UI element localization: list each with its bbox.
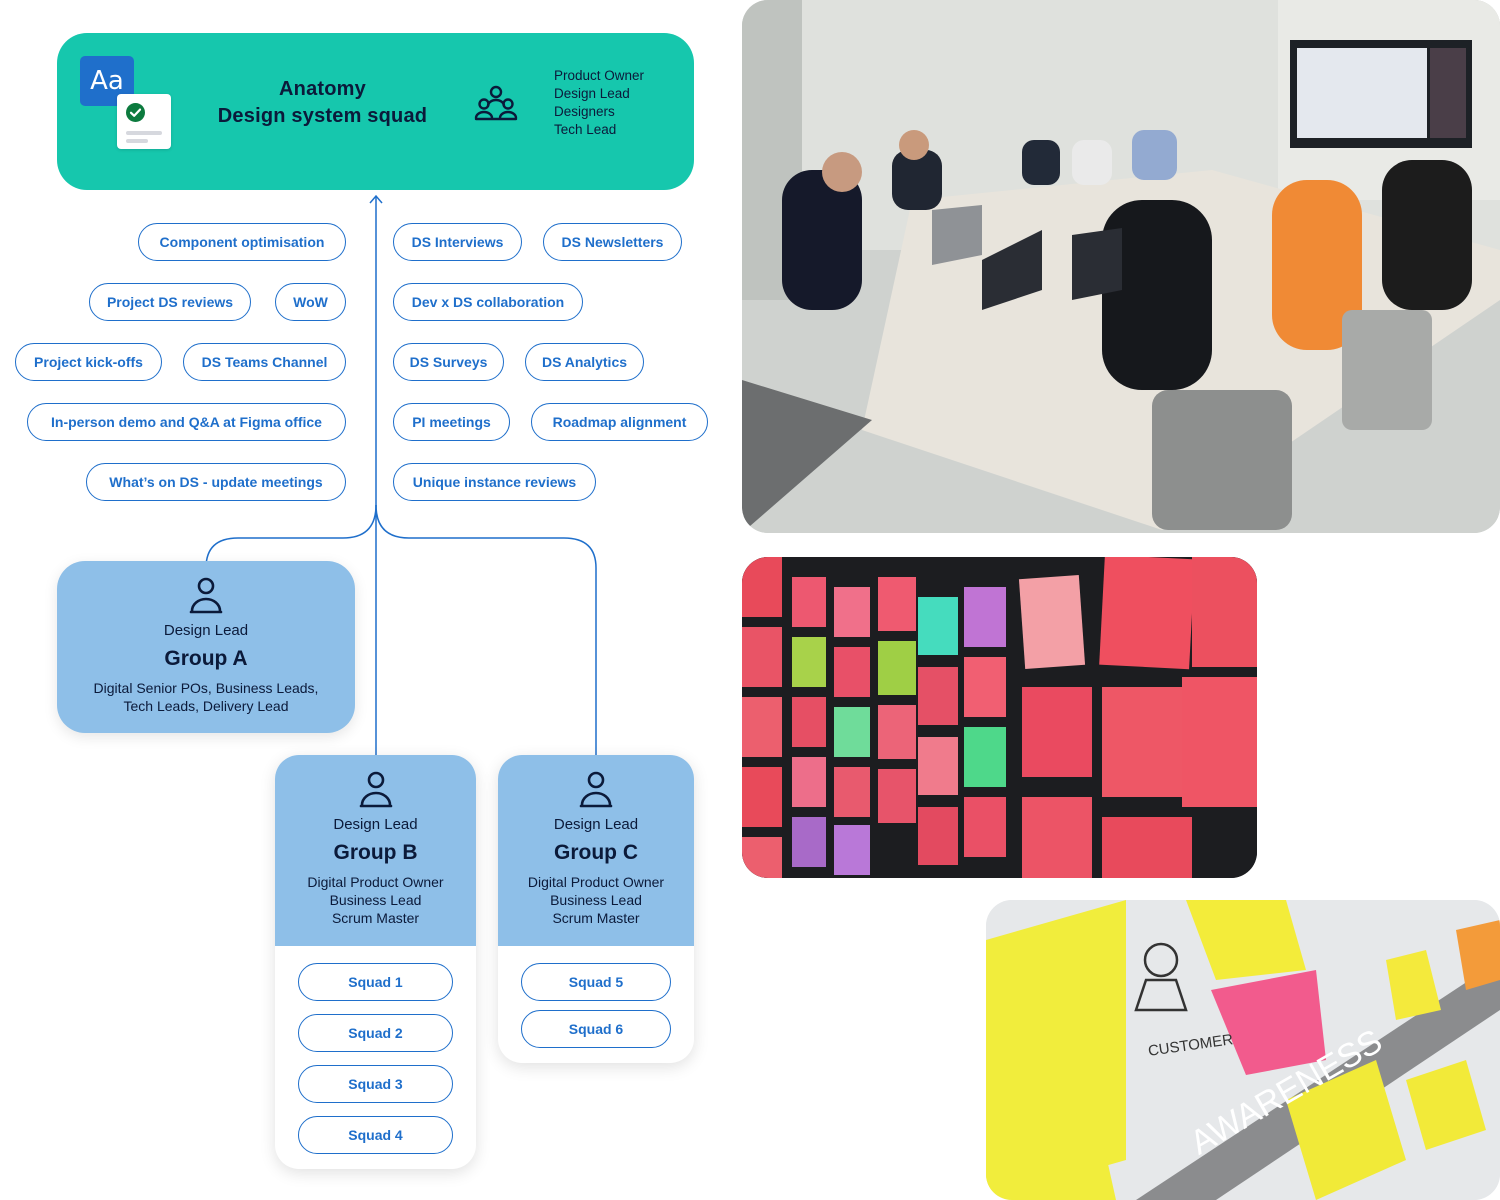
group-role: Design Lead [553,816,639,833]
squad-2: Squad 2 [298,1014,453,1052]
squad-title: Anatomy Design system squad [190,76,455,130]
pill-ds-interviews: DS Interviews [393,223,522,261]
group-a-card: Design Lead Group A Digital Senior POs, … [57,561,355,733]
pill-ds-surveys: DS Surveys [393,343,504,381]
squad-3: Squad 3 [298,1065,453,1103]
group-name: Group C [554,841,638,864]
meeting-room-photo [742,0,1500,533]
group-description-line: Scrum Master [552,910,640,926]
team-icon [474,84,518,124]
person-icon [579,771,613,808]
pill-in-person-demo: In-person demo and Q&A at Figma office [27,403,346,441]
pill-project-ds-reviews: Project DS reviews [89,283,251,321]
group-c-header: Design Lead Group C Digital Product Owne… [498,755,694,946]
pill-pi-meetings: PI meetings [393,403,510,441]
sticky-notes-photo [742,557,1257,878]
role-text: Tech Lead [554,122,617,137]
role-text: Design Lead [554,86,630,101]
customer-journey-photo: CUSTOMER AWARENESS [986,900,1500,1200]
document-line [126,131,162,135]
squad-5: Squad 5 [521,963,671,1001]
pill-roadmap-alignment: Roadmap alignment [531,403,708,441]
pill-unique-instance-reviews: Unique instance reviews [393,463,596,501]
group-role: Design Lead [333,816,418,833]
squad-roles: Product Owner Design Lead Designers Tech… [554,67,644,139]
group-b-card: Design Lead Group B Digital Product Owne… [275,755,476,1169]
group-description-line: Digital Product Owner [527,874,665,890]
group-description-line: Digital Product Owner [307,874,444,890]
squad-title-line2: Design system squad [217,105,428,127]
group-c-card: Design Lead Group C Digital Product Owne… [498,755,694,1063]
pill-whats-on-ds: What’s on DS - update meetings [86,463,346,501]
person-icon [359,771,392,808]
group-description: Digital Product Owner Business Lead Scru… [275,873,476,927]
document-line [126,139,148,143]
pill-ds-teams-channel: DS Teams Channel [183,343,346,381]
group-description: Digital Senior POs, Business Leads, Tech… [57,679,355,715]
squad-4: Squad 4 [298,1116,453,1154]
group-role: Design Lead [163,622,249,639]
pill-component-optimisation: Component optimisation [138,223,346,261]
group-description-line: Tech Leads, Delivery Lead [123,698,289,714]
pill-wow: WoW [275,283,346,321]
role-text: Designers [554,104,615,119]
person-icon [189,577,223,614]
check-icon [126,103,145,122]
group-description-line: Digital Senior POs, Business Leads, [93,680,319,696]
group-name: Group A [164,647,248,670]
role-text: Product Owner [554,68,645,83]
squad-6: Squad 6 [521,1010,671,1048]
squad-title-line1: Anatomy [279,78,366,100]
squad-1: Squad 1 [298,963,453,1001]
group-description-line: Scrum Master [331,910,420,926]
group-description-line: Business Lead [329,892,422,908]
pill-ds-newsletters: DS Newsletters [543,223,682,261]
group-description: Digital Product Owner Business Lead Scru… [498,873,694,927]
group-description-line: Business Lead [550,892,642,908]
pill-project-kick-offs: Project kick-offs [15,343,162,381]
group-name: Group B [333,841,418,864]
pill-ds-analytics: DS Analytics [525,343,644,381]
pill-dev-ds-collaboration: Dev x DS collaboration [393,283,583,321]
group-b-header: Design Lead Group B Digital Product Owne… [275,755,476,946]
